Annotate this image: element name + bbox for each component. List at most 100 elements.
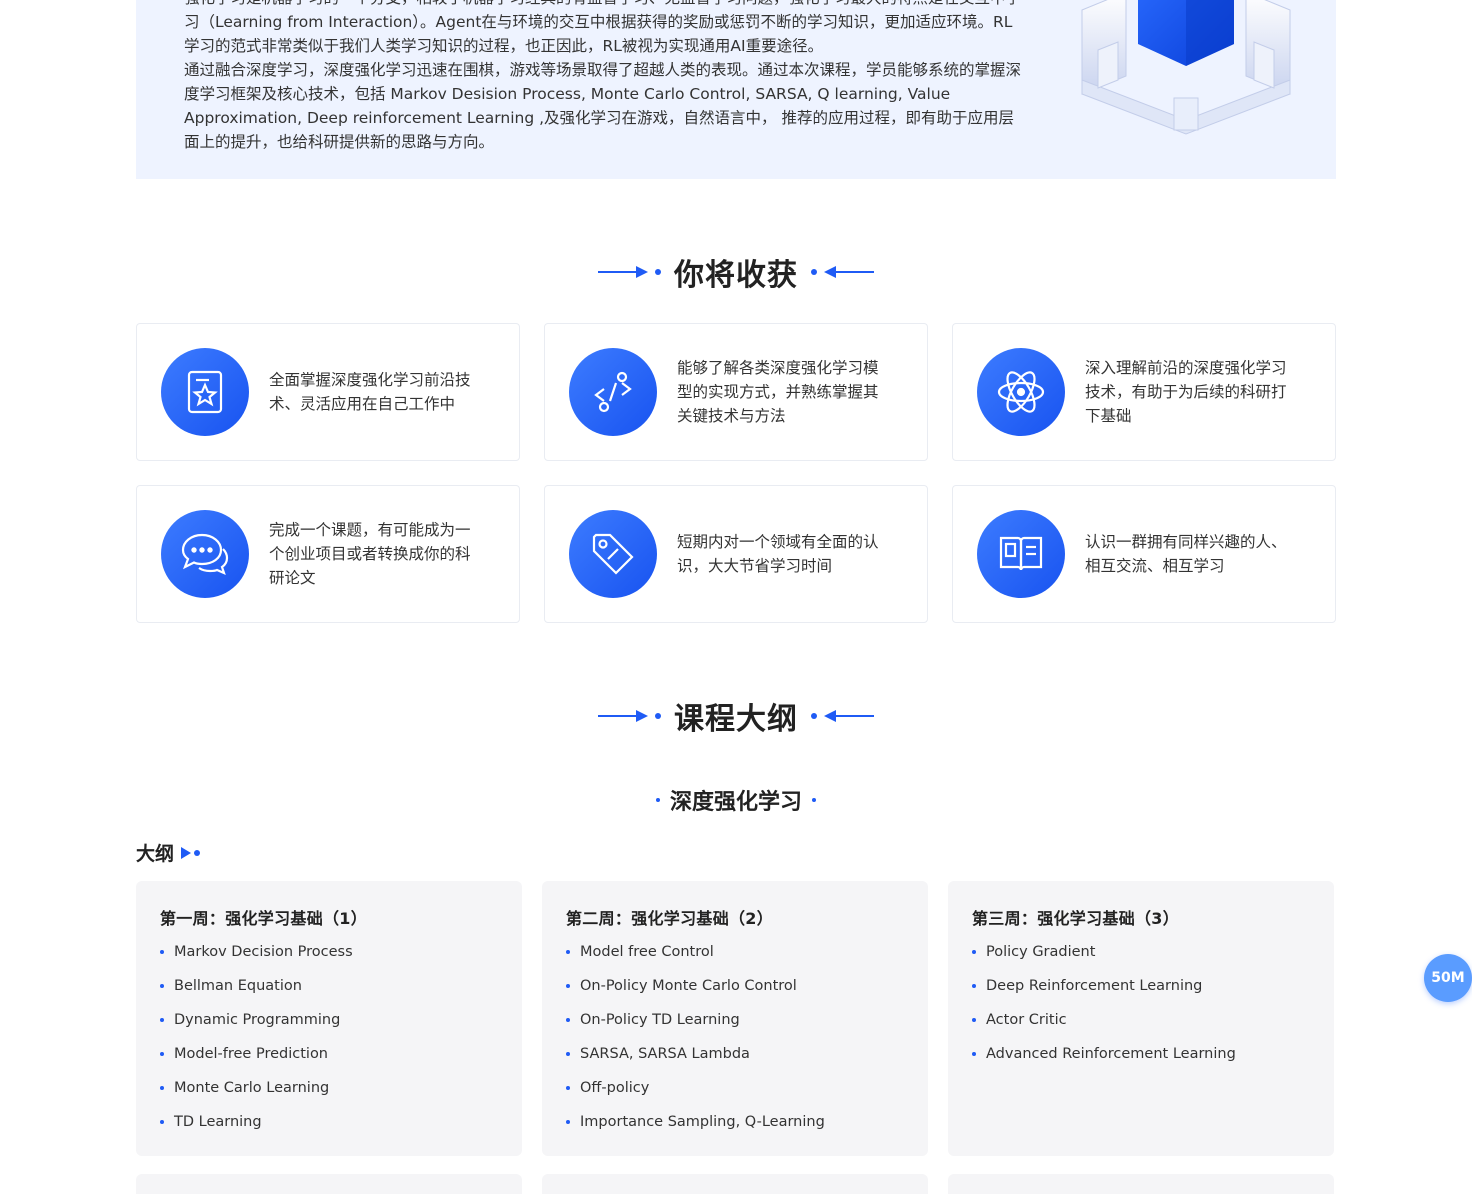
- dot-decoration-icon: [655, 798, 660, 802]
- floating-size-badge[interactable]: 50M: [1424, 954, 1472, 1002]
- outline-label-text: 大纲: [136, 843, 175, 865]
- list-item: Model-free Prediction: [160, 1043, 498, 1077]
- tag-icon: [569, 510, 657, 598]
- syllabus-week-grid: 第一周：强化学习基础（1） Markov Decision Process Be…: [136, 881, 1336, 1194]
- week-card: 第二周：强化学习基础（2） Model free Control On-Poli…: [542, 881, 928, 1156]
- topic-text: Bellman Equation: [174, 978, 302, 994]
- topic-text: Deep Reinforcement Learning: [986, 978, 1203, 994]
- bullet-icon: [972, 984, 976, 988]
- topic-text: On-Policy TD Learning: [580, 1012, 740, 1028]
- dot-decoration-icon: [812, 798, 816, 802]
- week-card: 第一周：强化学习基础（1） Markov Decision Process Be…: [136, 881, 522, 1156]
- list-item: On-Policy Monte Carlo Control: [566, 975, 904, 1009]
- week-card: 第三周：强化学习基础（3） Policy Gradient Deep Reinf…: [948, 881, 1334, 1156]
- star-document-icon: [161, 348, 249, 436]
- topic-text: Off-policy: [580, 1080, 650, 1096]
- list-item: Deep Reinforcement Learning: [972, 975, 1310, 1009]
- syllabus-section-heading: 课程大纲: [0, 694, 1472, 738]
- play-dot-decoration-icon: [181, 846, 201, 859]
- list-item: Actor Critic: [972, 1009, 1310, 1043]
- topic-text: SARSA, SARSA Lambda: [580, 1046, 750, 1062]
- arrow-left-decoration-icon: [811, 710, 874, 722]
- bullet-icon: [972, 1018, 976, 1022]
- bullet-icon: [160, 1086, 164, 1090]
- list-item: Importance Sampling, Q-Learning: [566, 1111, 904, 1145]
- topic-text: TD Learning: [174, 1114, 262, 1130]
- syllabus-title: 课程大纲: [674, 702, 798, 737]
- week-card-partial: [542, 1174, 928, 1194]
- topic-text: On-Policy Monte Carlo Control: [580, 978, 797, 994]
- gain-card-text: 能够了解各类深度强化学习模型的实现方式，并熟练掌握其关键技术与方法: [677, 359, 879, 425]
- week-topic-list: Model free Control On-Policy Monte Carlo…: [566, 941, 904, 1145]
- bullet-icon: [972, 950, 976, 954]
- week-title: 第二周：强化学习基础（2）: [566, 909, 774, 928]
- bullet-icon: [160, 1018, 164, 1022]
- topic-text: Markov Decision Process: [174, 944, 353, 960]
- topic-text: Advanced Reinforcement Learning: [986, 1046, 1236, 1062]
- gains-card-grid: 全面掌握深度强化学习前沿技术、灵活应用在自己工作中 能够了解各类深度强化学习模型…: [136, 323, 1336, 623]
- course-name-heading: 深度强化学习: [0, 784, 1472, 816]
- arrow-right-decoration-icon: [598, 710, 661, 722]
- topic-text: Policy Gradient: [986, 944, 1096, 960]
- intro-paragraph-2: 通过融合深度学习，深度强化学习迅速在围棋，游戏等场景取得了超越人类的表现。通过本…: [184, 61, 1022, 151]
- week-card-partial: [948, 1174, 1334, 1194]
- code-path-icon: [569, 348, 657, 436]
- list-item: Policy Gradient: [972, 941, 1310, 975]
- outline-label: 大纲: [136, 839, 202, 866]
- week-title: 第三周：强化学习基础（3）: [972, 909, 1180, 928]
- topic-text: Monte Carlo Learning: [174, 1080, 330, 1096]
- gain-card: 能够了解各类深度强化学习模型的实现方式，并熟练掌握其关键技术与方法: [544, 323, 928, 461]
- topic-text: Model-free Prediction: [174, 1046, 328, 1062]
- week-topic-list: Policy Gradient Deep Reinforcement Learn…: [972, 941, 1310, 1077]
- bullet-icon: [566, 1052, 570, 1056]
- bullet-icon: [566, 1086, 570, 1090]
- gains-title: 你将收获: [674, 258, 798, 293]
- bullet-icon: [160, 950, 164, 954]
- week-title: 第一周：强化学习基础（1）: [160, 909, 368, 928]
- list-item: Monte Carlo Learning: [160, 1077, 498, 1111]
- gain-card-text: 认识一群拥有同样兴趣的人、相互交流、相互学习: [1085, 533, 1287, 575]
- list-item: Dynamic Programming: [160, 1009, 498, 1043]
- gain-card: 完成一个课题，有可能成为一个创业项目或者转换成你的科研论文: [136, 485, 520, 623]
- list-item: Model free Control: [566, 941, 904, 975]
- blue-cube-illustration: [1081, 0, 1291, 135]
- bullet-icon: [566, 1120, 570, 1124]
- topic-text: Importance Sampling, Q-Learning: [580, 1114, 825, 1130]
- gain-card-text: 深入理解前沿的深度强化学习技术，有助于为后续的科研打下基础: [1085, 359, 1287, 425]
- list-item: SARSA, SARSA Lambda: [566, 1043, 904, 1077]
- gain-card-text: 短期内对一个领域有全面的认识，大大节省学习时间: [677, 533, 879, 575]
- open-book-icon: [977, 510, 1065, 598]
- bullet-icon: [160, 1052, 164, 1056]
- list-item: Markov Decision Process: [160, 941, 498, 975]
- week-topic-list: Markov Decision Process Bellman Equation…: [160, 941, 498, 1145]
- list-item: Bellman Equation: [160, 975, 498, 1009]
- chat-bubbles-icon: [161, 510, 249, 598]
- bullet-icon: [160, 1120, 164, 1124]
- gain-card: 全面掌握深度强化学习前沿技术、灵活应用在自己工作中: [136, 323, 520, 461]
- bullet-icon: [160, 984, 164, 988]
- bullet-icon: [972, 1052, 976, 1056]
- topic-text: Actor Critic: [986, 1012, 1067, 1028]
- gain-card-text: 全面掌握深度强化学习前沿技术、灵活应用在自己工作中: [269, 371, 471, 413]
- list-item: Advanced Reinforcement Learning: [972, 1043, 1310, 1077]
- topic-text: Dynamic Programming: [174, 1012, 341, 1028]
- bullet-icon: [566, 1018, 570, 1022]
- topic-text: Model free Control: [580, 944, 714, 960]
- gain-card-text: 完成一个课题，有可能成为一个创业项目或者转换成你的科研论文: [269, 521, 471, 587]
- list-item: On-Policy TD Learning: [566, 1009, 904, 1043]
- gains-section-heading: 你将收获: [0, 250, 1472, 294]
- gain-card: 短期内对一个领域有全面的认识，大大节省学习时间: [544, 485, 928, 623]
- intro-paragraph-1: 强化学习是机器学习的一个分支，相较于机器学习经典的有监督学习、无监督学习问题，强…: [184, 0, 1021, 55]
- gain-card: 深入理解前沿的深度强化学习技术，有助于为后续的科研打下基础: [952, 323, 1336, 461]
- atom-icon: [977, 348, 1065, 436]
- arrow-left-decoration-icon: [811, 266, 874, 278]
- week-card-partial: [136, 1174, 522, 1194]
- course-intro-panel: 强化学习是机器学习的一个分支，相较于机器学习经典的有监督学习、无监督学习问题，强…: [136, 0, 1336, 179]
- list-item: TD Learning: [160, 1111, 498, 1145]
- gain-card: 认识一群拥有同样兴趣的人、相互交流、相互学习: [952, 485, 1336, 623]
- arrow-right-decoration-icon: [598, 266, 661, 278]
- bullet-icon: [566, 984, 570, 988]
- course-name: 深度强化学习: [669, 790, 802, 815]
- bullet-icon: [566, 950, 570, 954]
- course-intro-text: 强化学习是机器学习的一个分支，相较于机器学习经典的有监督学习、无监督学习问题，强…: [184, 0, 1024, 154]
